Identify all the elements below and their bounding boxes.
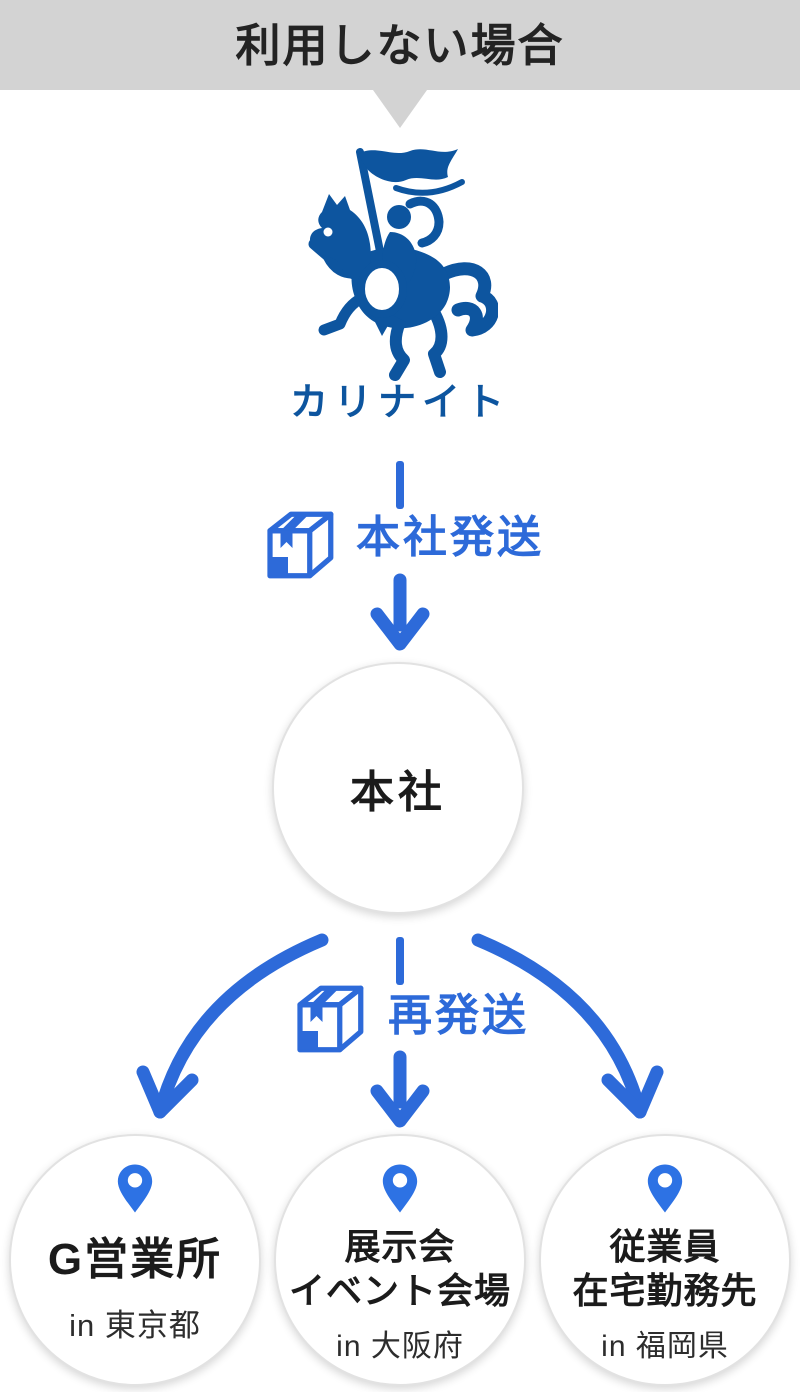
- hub-circle: 本社: [272, 662, 524, 914]
- flow-connector-dash: [396, 461, 404, 509]
- destination-location: in 福岡県: [601, 1329, 729, 1363]
- map-pin-icon: [647, 1164, 683, 1213]
- hub-label: 本社: [350, 768, 446, 817]
- package-icon: [297, 985, 364, 1053]
- map-pin-icon: [117, 1164, 153, 1213]
- destination-circle-employee-home: 従業員 在宅勤務先 in 福岡県: [539, 1134, 791, 1386]
- knight-on-horse-icon: [308, 148, 498, 381]
- header-title: 利用しない場合: [235, 19, 565, 71]
- destination-location: in 東京都: [69, 1307, 201, 1343]
- arrow-curve-left-icon: [136, 933, 329, 1119]
- header-pointer-triangle: [373, 90, 427, 128]
- arrow-curve-right-icon: [471, 933, 664, 1119]
- arrow-down-icon: [370, 573, 430, 651]
- arrow-down-icon: [370, 1050, 430, 1128]
- brand-name: カリナイト: [289, 382, 510, 424]
- map-pin-icon: [382, 1164, 418, 1213]
- destination-title: 展示会 イベント会場: [288, 1226, 511, 1311]
- ship-label-headquarters: 本社発送: [356, 513, 544, 562]
- flow-connector-dash: [396, 937, 404, 985]
- package-icon: [267, 511, 334, 579]
- destination-location: in 大阪府: [336, 1329, 464, 1363]
- header-banner: 利用しない場合: [0, 0, 800, 90]
- ship-label-reshipment: 再発送: [388, 991, 529, 1040]
- destination-title: 従業員 在宅勤務先: [572, 1226, 758, 1311]
- destination-circle-sales-office: G営業所 in 東京都: [9, 1134, 261, 1386]
- destination-circle-event-venue: 展示会 イベント会場 in 大阪府: [274, 1134, 526, 1386]
- destination-title: G営業所: [47, 1235, 223, 1284]
